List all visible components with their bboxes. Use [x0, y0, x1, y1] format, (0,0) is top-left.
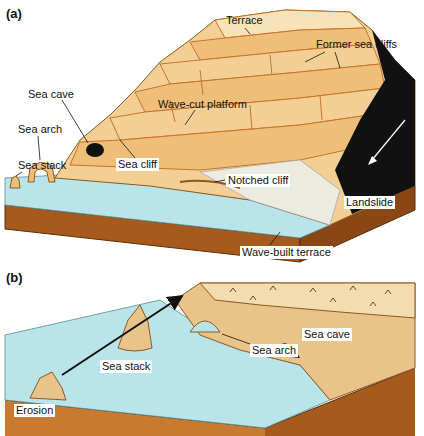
landform-label: Notched cliff — [226, 174, 290, 187]
landform-label: Sea arch — [250, 344, 298, 357]
landform-label: Sea cave — [28, 88, 74, 101]
panel-letter: (b) — [6, 270, 23, 285]
landform-label: Terrace — [226, 14, 263, 27]
landform-label: Landslide — [344, 196, 395, 209]
landform-label: Sea stack — [100, 360, 152, 373]
landform-label: Sea cliff — [116, 158, 159, 171]
landform-label: Former sea cliffs — [316, 38, 397, 51]
landform-label: Wave-built terrace — [240, 246, 333, 259]
process-label: Erosion — [14, 404, 55, 417]
landform-label: Sea stack — [18, 159, 66, 172]
landform-label: Wave-cut platform — [158, 98, 247, 111]
panel-letter: (a) — [6, 6, 22, 21]
landform-label: Sea arch — [18, 123, 62, 136]
landform-label: Sea cave — [302, 328, 352, 341]
